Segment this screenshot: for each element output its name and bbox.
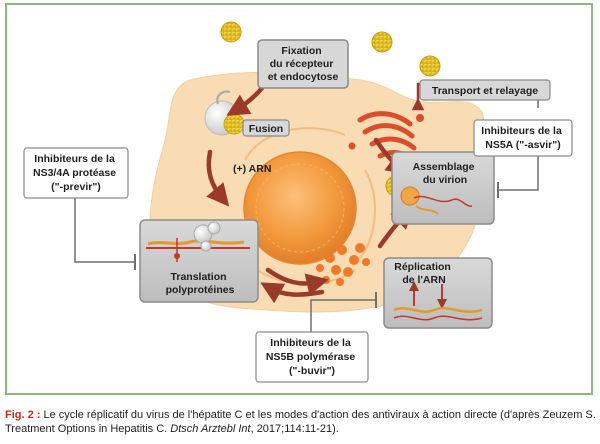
transport-box	[419, 79, 551, 101]
fixation-box	[257, 39, 349, 89]
ns3-label-3: ("-previr")	[51, 181, 101, 193]
translation-label-1: Translation	[171, 271, 227, 283]
svg-text:Réplication de l'ARN: Réplication de l'ARN	[394, 261, 454, 286]
ns5b-label-3: ("-buvir")	[289, 365, 335, 377]
ns5a-label-1: Inhibiteurs de la	[481, 125, 562, 137]
svg-text:Inhibiteurs de la NS5A ("-: Inhibiteurs de la NS5A ("-asvir")	[481, 125, 564, 151]
fixation-label-3: et endocytose	[268, 71, 339, 83]
ns5b-label-2: NS5B polymérase	[266, 351, 355, 363]
translation-panel	[139, 219, 259, 303]
ns5a-inhibitor-box	[473, 119, 573, 157]
replication-panel	[383, 257, 493, 329]
translation-label-2: polyprotéines	[166, 284, 235, 296]
replication-label-1: Réplication	[394, 261, 451, 273]
ns3-inhibitor-box	[23, 147, 129, 199]
arn-label: (+) ARN	[233, 163, 271, 175]
hcv-cycle-diagram: Fixation du récepteur et endocytose Fusi…	[23, 21, 573, 383]
ns5a-label-2: NS5A ("-asvir")	[485, 139, 561, 151]
ns5b-inhibitor-box	[255, 331, 369, 383]
ns3-label-1: Inhibiteurs de la	[34, 153, 115, 165]
assembly-label-2: du virion	[423, 174, 467, 186]
transport-label: Transport et relayage	[432, 85, 538, 97]
fusion-box	[242, 119, 290, 137]
caption-text-1: Le cycle réplicatif du virus de l'hépati…	[5, 409, 596, 435]
caption-journal: Dtsch Arztebl Int	[170, 423, 251, 435]
svg-text:Assemblage du virion: Assemblage du virion	[413, 161, 478, 186]
assembly-label-1: Assemblage	[413, 161, 475, 173]
caption-text-2: , 2017;114:11-21).	[250, 423, 339, 435]
nucleus	[244, 152, 356, 264]
figure-caption: Fig. 2 : Le cycle réplicatif du virus de…	[5, 408, 597, 436]
fusion-label: Fusion	[249, 123, 283, 135]
replication-label-2: de l'ARN	[402, 274, 445, 286]
ns5b-label-1: Inhibiteurs de la	[270, 337, 351, 349]
svg-text:Inhibiteurs de la NS3/4A p: Inhibiteurs de la NS3/4A protéase ("-pre…	[33, 153, 119, 193]
fixation-label-2: du récepteur	[270, 58, 334, 70]
svg-text:Inhibiteurs de la NS5B pol: Inhibiteurs de la NS5B polymérase ("-buv…	[266, 337, 358, 377]
caption-figure-label: Fig. 2 :	[5, 409, 41, 421]
fixation-label-1: Fixation	[281, 45, 321, 57]
svg-text:Translation polyprotéines: Translation polyprotéines	[166, 271, 235, 296]
virus-particles-outside	[220, 21, 441, 77]
assembly-panel	[391, 151, 495, 225]
ns3-label-2: NS3/4A protéase	[33, 167, 116, 179]
svg-text:Fixation du récepteur: Fixation du récepteur et endocytose	[268, 45, 339, 83]
